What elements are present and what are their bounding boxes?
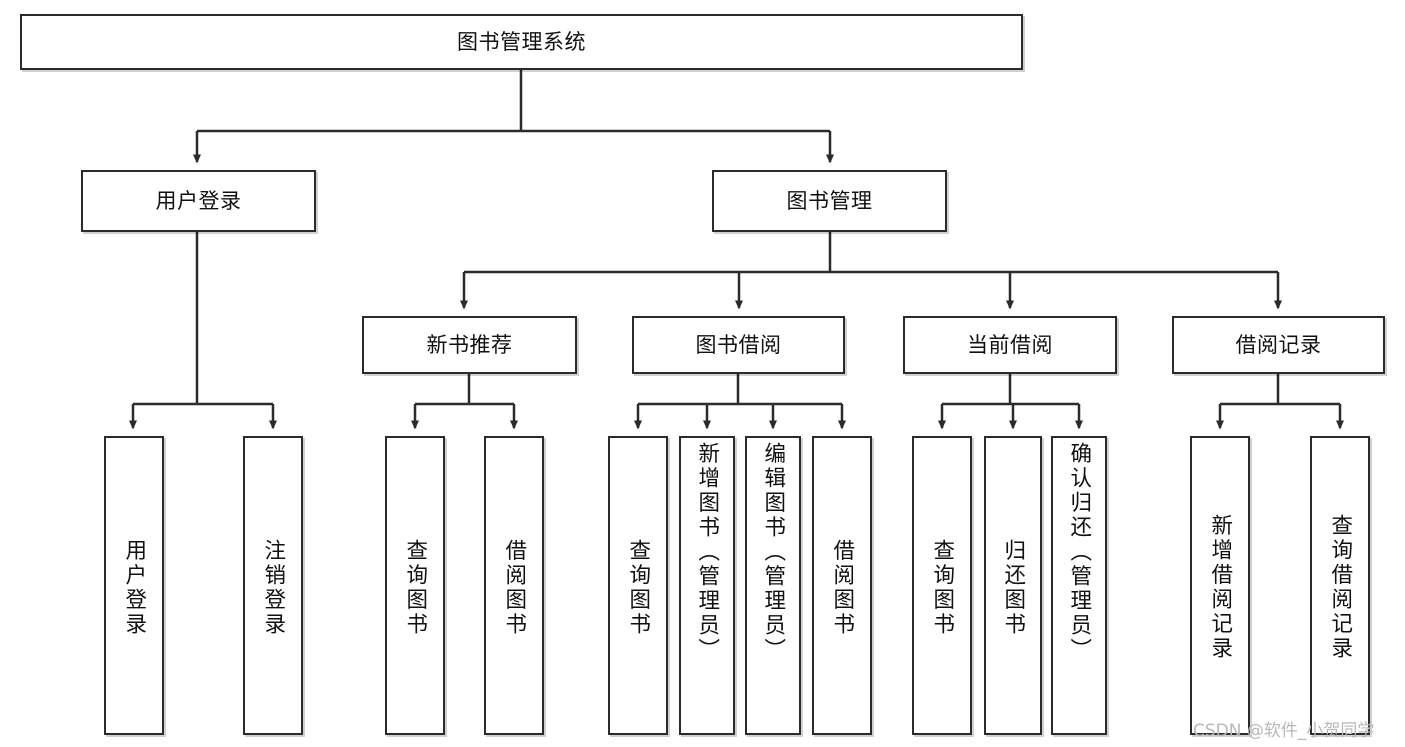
node-leaf-add-book-label: 新增图书（管理员）	[694, 442, 720, 663]
node-leaf-edit-book[interactable]: 编辑图书（管理员）	[745, 436, 801, 735]
node-leaf-query-book-1[interactable]: 查询图书	[385, 436, 445, 735]
watermark-text: CSDN @软件_小贺同学	[1193, 721, 1375, 741]
node-leaf-confirm-return[interactable]: 确认归还（管理员）	[1051, 436, 1107, 735]
node-leaf-borrow-book-1[interactable]: 借阅图书	[484, 436, 544, 735]
node-leaf-edit-book-label: 编辑图书（管理员）	[760, 442, 786, 663]
node-leaf-add-record[interactable]: 新增借阅记录	[1190, 436, 1250, 735]
node-current-borrow[interactable]: 当前借阅	[903, 316, 1117, 374]
node-leaf-borrow-book-2[interactable]: 借阅图书	[812, 436, 872, 735]
node-borrow-record-label: 借阅记录	[1235, 332, 1322, 357]
node-leaf-user-logout[interactable]: 注销登录	[243, 436, 303, 735]
node-leaf-return-book-label: 归还图书	[1000, 538, 1026, 637]
node-leaf-query-book-2[interactable]: 查询图书	[608, 436, 668, 735]
node-book-borrow-label: 图书借阅	[695, 332, 782, 357]
node-leaf-user-login[interactable]: 用户登录	[104, 436, 164, 735]
node-current-borrow-label: 当前借阅	[967, 332, 1053, 357]
node-leaf-add-record-label: 新增借阅记录	[1207, 514, 1233, 661]
node-leaf-borrow-book-2-label: 借阅图书	[829, 538, 855, 637]
node-leaf-query-book-1-label: 查询图书	[402, 538, 428, 637]
node-new-book-rec[interactable]: 新书推荐	[362, 316, 577, 374]
node-book-borrow[interactable]: 图书借阅	[632, 316, 845, 374]
node-leaf-query-record-label: 查询借阅记录	[1327, 514, 1353, 661]
node-leaf-query-book-2-label: 查询图书	[625, 538, 651, 637]
node-leaf-query-book-3-label: 查询图书	[929, 538, 955, 637]
node-leaf-query-record[interactable]: 查询借阅记录	[1310, 436, 1370, 735]
node-leaf-return-book[interactable]: 归还图书	[984, 436, 1042, 735]
node-leaf-query-book-3[interactable]: 查询图书	[912, 436, 972, 735]
node-user-login-label: 用户登录	[155, 188, 242, 213]
node-leaf-add-book[interactable]: 新增图书（管理员）	[679, 436, 735, 735]
node-new-book-rec-label: 新书推荐	[426, 332, 513, 357]
node-leaf-user-logout-label: 注销登录	[260, 538, 286, 637]
node-borrow-record[interactable]: 借阅记录	[1172, 316, 1385, 374]
node-user-login[interactable]: 用户登录	[81, 170, 316, 232]
node-leaf-borrow-book-1-label: 借阅图书	[501, 538, 527, 637]
node-root[interactable]: 图书管理系统	[20, 14, 1023, 70]
node-book-manage[interactable]: 图书管理	[712, 170, 947, 232]
node-leaf-user-login-label: 用户登录	[121, 538, 147, 637]
node-leaf-confirm-return-label: 确认归还（管理员）	[1066, 442, 1092, 663]
node-book-manage-label: 图书管理	[786, 188, 873, 213]
node-root-label: 图书管理系统	[457, 29, 586, 54]
